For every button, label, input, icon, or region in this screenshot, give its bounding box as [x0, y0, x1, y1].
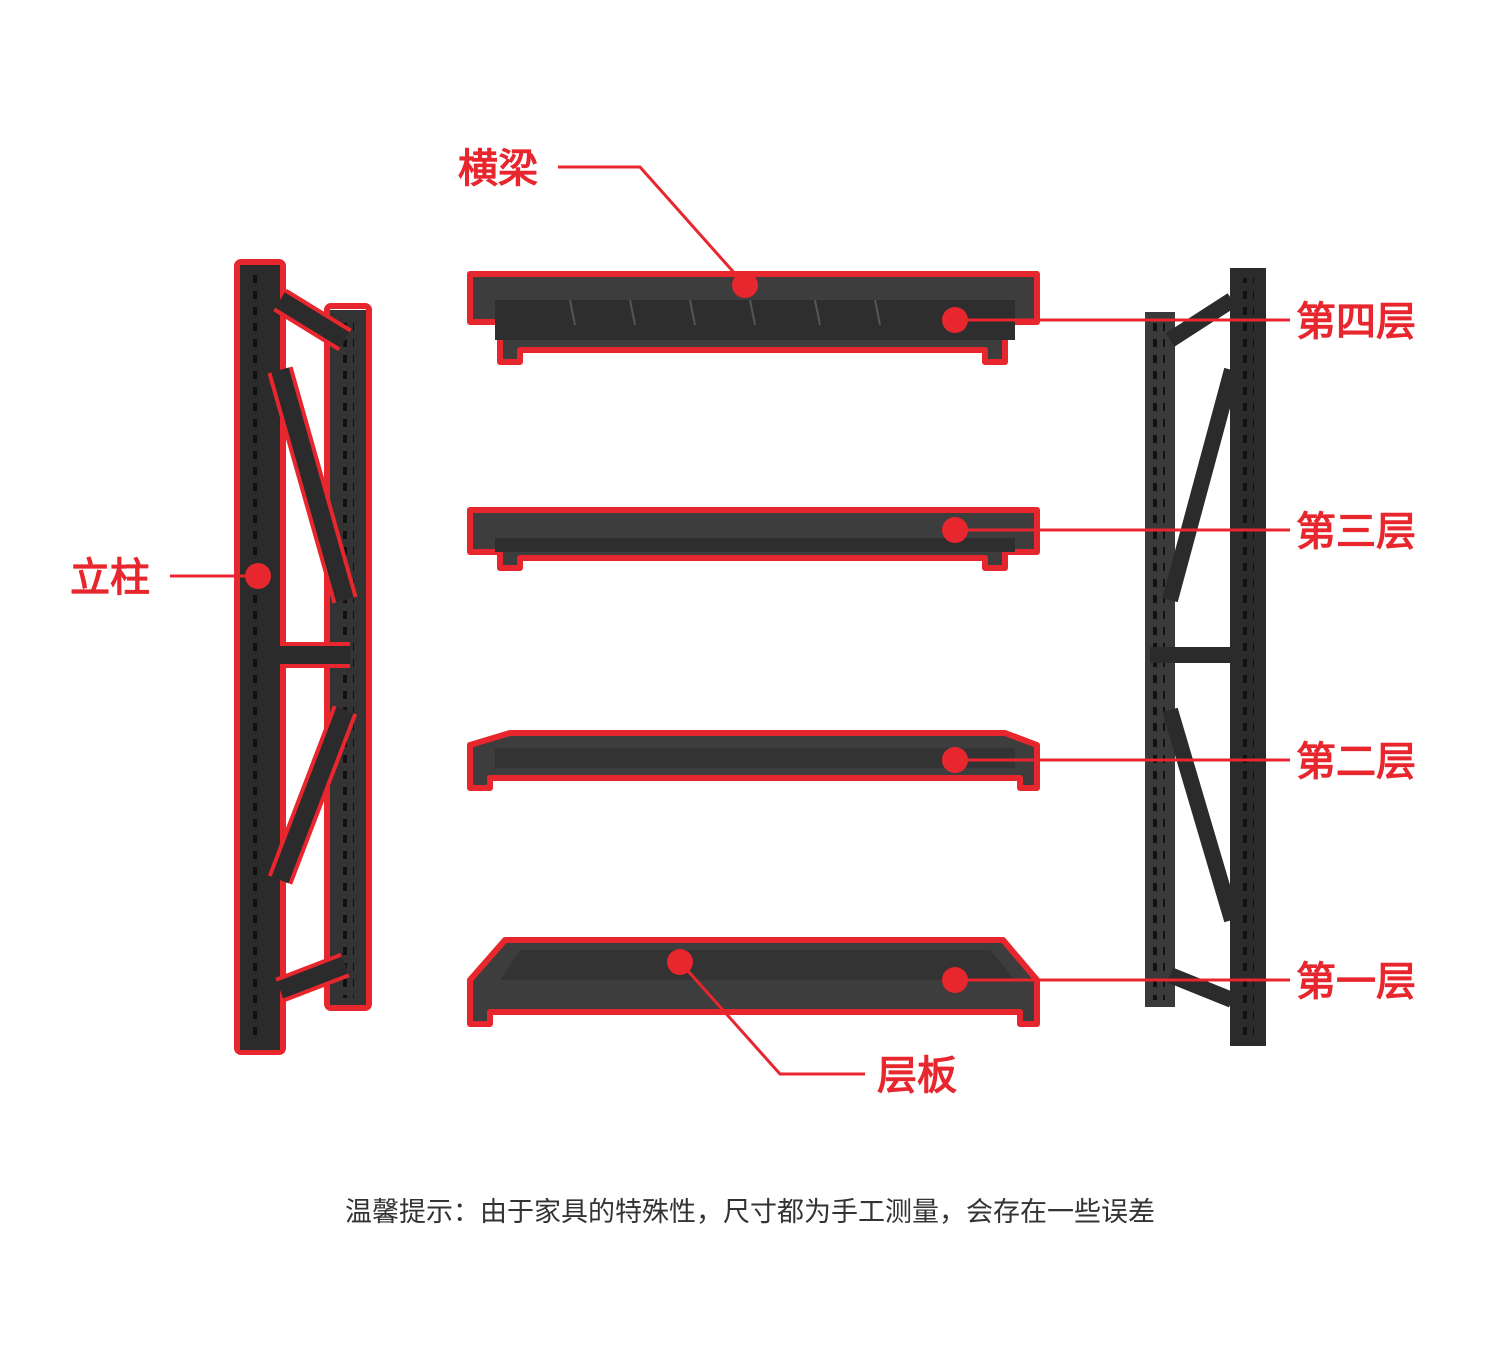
label-level-3: 第三层: [1296, 509, 1416, 555]
right-upright-frame: [1145, 268, 1266, 1046]
label-level-4: 第四层: [1296, 299, 1416, 345]
level3-dot: [942, 517, 968, 543]
label-beam: 横梁: [458, 146, 538, 192]
level1-dot: [942, 967, 968, 993]
shelf-level-4: [467, 271, 1040, 365]
shelf-level-3: [467, 507, 1040, 571]
level2-dot: [942, 747, 968, 773]
label-level-2: 第二层: [1296, 739, 1416, 785]
beam-dot: [732, 272, 758, 298]
leader-lines: [170, 165, 1290, 1076]
shelf-level-1: [467, 937, 1040, 1027]
label-level-1: 第一层: [1296, 959, 1416, 1005]
shelf-level-2: [467, 730, 1040, 791]
upright-dot: [245, 563, 271, 589]
label-panel: 层板: [877, 1053, 957, 1099]
panel-dot: [667, 949, 693, 975]
disclaimer-note: 温馨提示：由于家具的特殊性，尺寸都为手工测量，会存在一些误差: [345, 1197, 1155, 1228]
label-upright: 立柱: [70, 555, 150, 601]
level4-dot: [942, 307, 968, 333]
leader-dots: [245, 272, 968, 993]
left-upright-frame: [234, 259, 372, 1055]
